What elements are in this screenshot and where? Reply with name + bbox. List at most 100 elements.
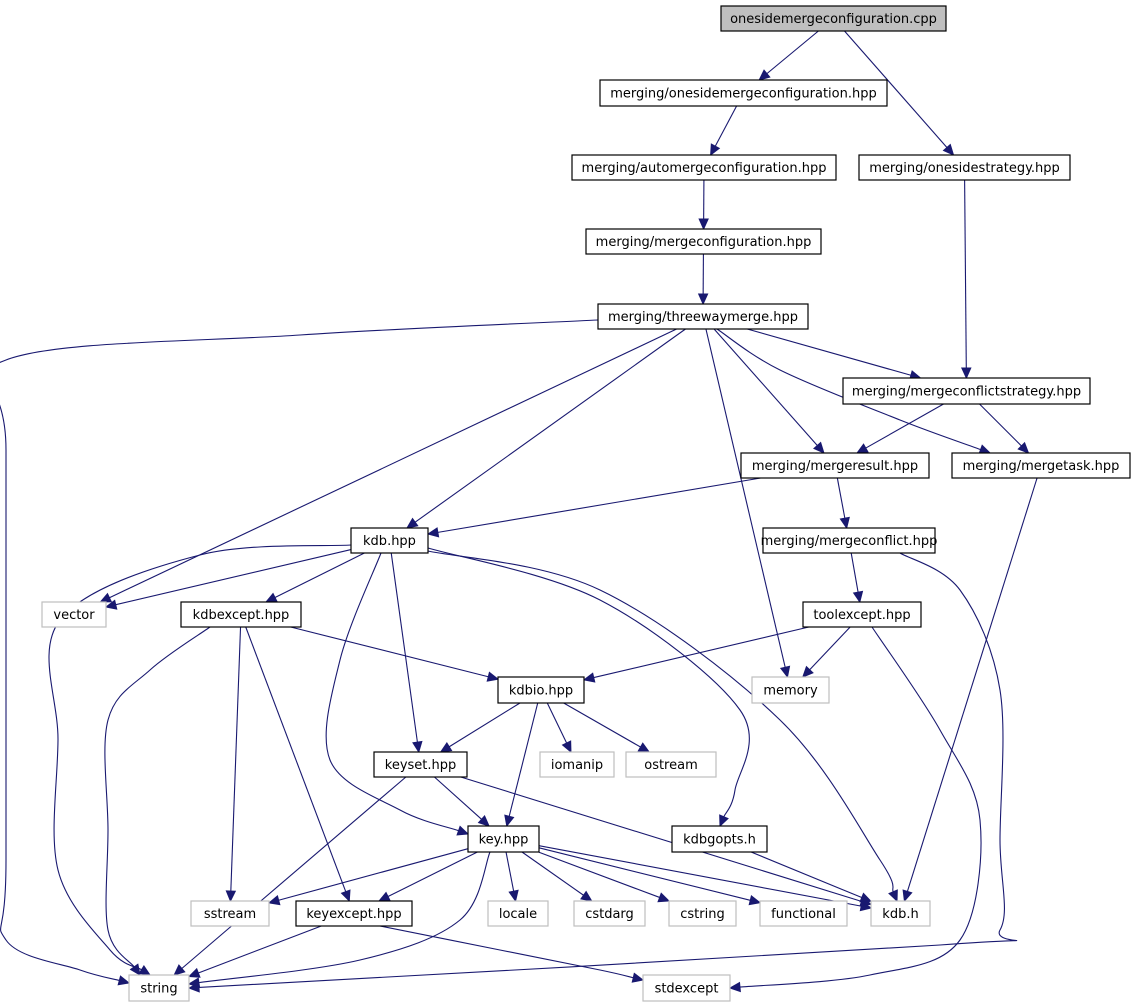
node-memory: memory <box>751 676 830 704</box>
arrowhead-icon <box>697 293 709 306</box>
node-box <box>539 751 615 778</box>
edge-kdbhpp-to-keyset <box>390 552 423 754</box>
node-label: merging/mergeconflictstrategy.hpp <box>852 385 1081 400</box>
edge-line <box>115 548 352 606</box>
node-box <box>642 974 731 1002</box>
node-keyset[interactable]: keyset.hpp <box>373 751 468 778</box>
node-label: toolexcept.hpp <box>813 608 910 623</box>
node-mr[interactable]: merging/mergeresult.hpp <box>740 452 930 479</box>
arrowhead-icon <box>758 69 771 81</box>
node-kdbexcept[interactable]: kdbexcept.hpp <box>180 601 302 628</box>
edge-line <box>198 552 1018 988</box>
node-mcs[interactable]: merging/mergeconflictstrategy.hpp <box>842 377 1091 405</box>
edge-kdbio-to-iomanip <box>546 702 572 754</box>
edge-line <box>844 30 948 148</box>
arrowhead-icon <box>477 815 490 827</box>
node-label: merging/automergeconfiguration.hpp <box>582 161 827 176</box>
edge-line <box>521 851 584 896</box>
node-box <box>668 900 737 927</box>
edge-line <box>836 477 846 519</box>
node-cstdarg: cstdarg <box>573 900 646 927</box>
node-mc[interactable]: merging/mergeconfiguration.hpp <box>585 228 822 255</box>
node-box <box>870 900 931 927</box>
node-box <box>180 601 302 628</box>
arrowhead-icon <box>504 814 515 828</box>
arrowhead-icon <box>264 592 278 603</box>
edge-line <box>109 328 677 599</box>
node-box <box>373 751 468 778</box>
node-box <box>487 900 549 927</box>
node-box <box>295 900 413 927</box>
node-mt[interactable]: merging/mergetask.hpp <box>951 452 1131 479</box>
node-twm[interactable]: merging/threewaymerge.hpp <box>597 303 809 330</box>
arrowhead-icon <box>942 143 955 156</box>
arrowhead-icon <box>631 972 645 983</box>
node-label: merging/mergeconflict.hpp <box>761 534 938 549</box>
edge-toolexcept-to-stdexcept <box>728 626 982 993</box>
edge-line <box>865 403 944 449</box>
edge-line <box>538 851 660 898</box>
node-mcf[interactable]: merging/mergeconflict.hpp <box>761 527 938 554</box>
edge-line <box>274 552 365 599</box>
edge-line <box>198 925 322 974</box>
edge-kdbio-to-keyset <box>439 702 521 753</box>
edge-line <box>850 552 859 593</box>
node-box <box>467 825 540 853</box>
node-box <box>599 79 888 107</box>
arrowhead-icon <box>486 671 500 682</box>
nodes-layer: onesidemergeconfiguration.cpp merging/one… <box>41 5 1131 1002</box>
edge-amc-to-mc <box>698 179 709 231</box>
edge-toolexcept-to-kdbio <box>582 626 809 683</box>
node-root[interactable]: onesidemergeconfiguration.cpp <box>720 5 947 32</box>
node-amc[interactable]: merging/automergeconfiguration.hpp <box>571 154 837 181</box>
node-kdbio[interactable]: kdbio.hpp <box>497 676 585 704</box>
edge-twm-to-kdbhpp <box>406 328 686 529</box>
edge-kdbexcept-to-kdbio <box>290 626 500 682</box>
edge-osmc-to-amc <box>710 105 738 157</box>
edge-line <box>538 845 862 907</box>
edge-line <box>538 847 751 901</box>
edge-keyset-to-string <box>173 776 407 976</box>
edge-key-to-kdbh <box>538 845 873 912</box>
edge-kdbexcept-to-string <box>104 626 211 976</box>
arrowhead-icon <box>657 892 671 903</box>
node-key[interactable]: key.hpp <box>467 825 540 853</box>
node-toolexcept[interactable]: toolexcept.hpp <box>802 601 922 628</box>
arrowhead-icon <box>961 367 972 380</box>
edge-line <box>0 319 599 981</box>
node-keyexcept[interactable]: keyexcept.hpp <box>295 900 413 927</box>
edge-mr-to-kdbhpp <box>426 477 761 538</box>
node-box <box>762 527 936 554</box>
arrowhead-icon <box>748 895 762 906</box>
edge-line <box>414 328 686 523</box>
edge-line <box>593 626 809 679</box>
arrowhead-icon <box>801 665 814 678</box>
edge-kdbexcept-to-keyexcept <box>245 626 351 903</box>
arrowhead-icon <box>710 143 721 157</box>
node-kdbgopts[interactable]: kdbgopts.h <box>671 825 768 853</box>
edge-line <box>705 328 786 668</box>
node-box <box>720 5 947 32</box>
node-functional: functional <box>759 900 848 927</box>
edge-twm-to-vector <box>99 328 677 603</box>
edge-line <box>181 776 407 969</box>
edge-line <box>563 702 641 748</box>
node-kdbhpp[interactable]: kdb.hpp <box>350 527 429 554</box>
node-label: ostream <box>644 758 698 773</box>
arrowhead-icon <box>117 975 131 986</box>
arrowhead-icon <box>377 891 391 902</box>
node-box <box>759 900 848 927</box>
arrowhead-icon <box>813 441 825 454</box>
arrowhead-icon <box>1017 441 1030 454</box>
edge-line <box>750 851 862 899</box>
node-label: cstdarg <box>585 907 634 922</box>
arrowhead-icon <box>439 741 453 753</box>
edge-line <box>437 477 761 533</box>
node-osmc[interactable]: merging/onesidemergeconfiguration.hpp <box>599 79 888 107</box>
edge-line <box>747 328 912 376</box>
node-oss[interactable]: merging/onesidestrategy.hpp <box>858 154 1071 181</box>
node-label: merging/onesidestrategy.hpp <box>869 161 1060 176</box>
node-box <box>350 527 429 554</box>
arrowhead-icon <box>779 665 791 679</box>
edge-line <box>434 776 482 820</box>
